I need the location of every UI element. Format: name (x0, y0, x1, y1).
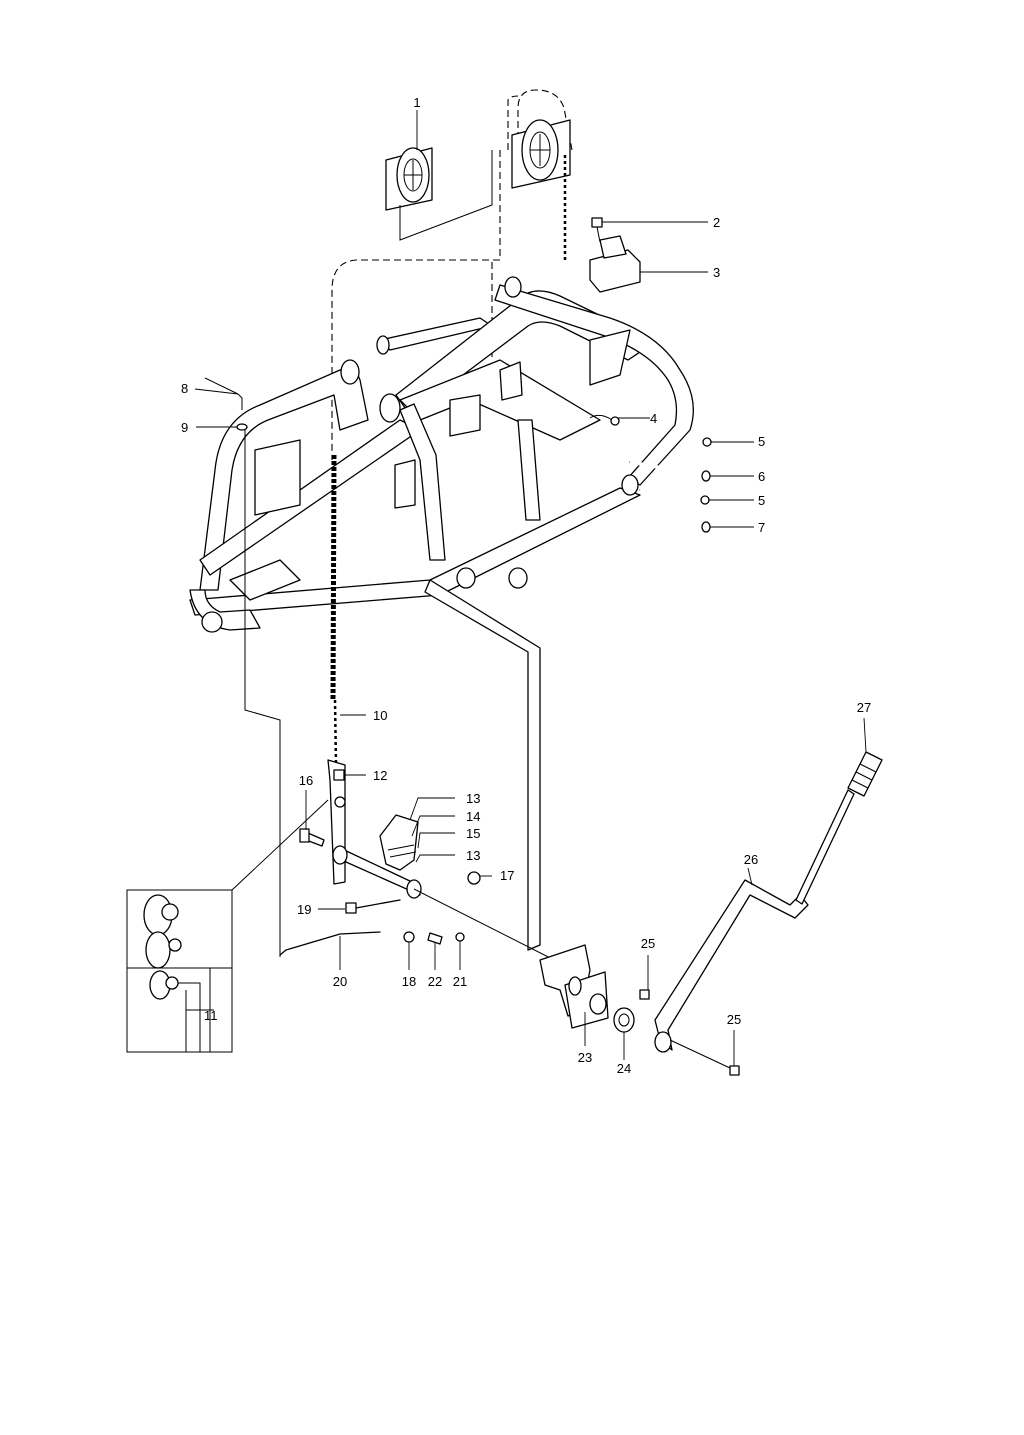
callout-16: 16 (299, 773, 313, 788)
link-rod-part (279, 931, 465, 957)
clip-5a-part (702, 437, 712, 447)
callout-26: 26 (744, 852, 758, 867)
callout-8: 8 (181, 381, 188, 396)
callout-19: 19 (297, 902, 311, 917)
callout-14: 14 (466, 809, 480, 824)
chain-part (330, 454, 337, 701)
callout-9: 9 (181, 420, 188, 435)
bolt-16-part (299, 828, 325, 847)
callout-12: 12 (373, 768, 387, 783)
callout-1: 1 (413, 95, 420, 110)
pivot-bracket-part (539, 944, 609, 1029)
clevis-pin-part (589, 414, 620, 426)
callout-5a: 5 (758, 434, 765, 449)
lift-lever-part (654, 789, 855, 1069)
bolt-25b-part (729, 1065, 740, 1076)
bracket-part (589, 217, 641, 293)
callout-25b: 25 (727, 1012, 741, 1027)
callout-23: 23 (578, 1050, 592, 1065)
bushing-part (613, 1007, 635, 1033)
callout-18: 18 (402, 974, 416, 989)
chain-lower-part (333, 699, 338, 766)
cotter-pin-part (204, 377, 243, 410)
detail-inset (126, 799, 329, 1053)
callout-7: 7 (758, 520, 765, 535)
frame-assembly (189, 276, 694, 951)
knob-part (847, 751, 883, 797)
callout-15: 15 (466, 826, 480, 841)
callout-27: 27 (857, 700, 871, 715)
callout-24: 24 (617, 1061, 631, 1076)
lift-arm-part (327, 759, 571, 969)
callout-3: 3 (713, 265, 720, 280)
callout-21: 21 (453, 974, 467, 989)
callout-4: 4 (650, 411, 657, 426)
callout-10: 10 (373, 708, 387, 723)
callout-11: 11 (204, 1008, 218, 1023)
callout-6: 6 (758, 469, 765, 484)
callout-20: 20 (333, 974, 347, 989)
bolt-25a-part (639, 989, 650, 1000)
bolt-19-part (345, 899, 401, 914)
dashed-cable-routing (331, 89, 573, 460)
callout-25a: 25 (641, 936, 655, 951)
pin-7-part (639, 488, 711, 533)
leader-lines (186, 110, 867, 1066)
callout-labels: 1 2 3 4 5 6 5 7 8 9 10 11 12 13 14 15 13… (181, 95, 871, 1076)
washer-part (236, 423, 248, 431)
callout-5b: 5 (758, 493, 765, 508)
callout-13a: 13 (466, 791, 480, 806)
nut-17-part (467, 871, 481, 885)
pulley-part (385, 147, 493, 241)
clip-5b-part (700, 495, 710, 505)
idler-pulley (511, 119, 571, 260)
callout-2: 2 (713, 215, 720, 230)
callout-22: 22 (428, 974, 442, 989)
callout-17: 17 (500, 868, 514, 883)
callout-13b: 13 (466, 848, 480, 863)
